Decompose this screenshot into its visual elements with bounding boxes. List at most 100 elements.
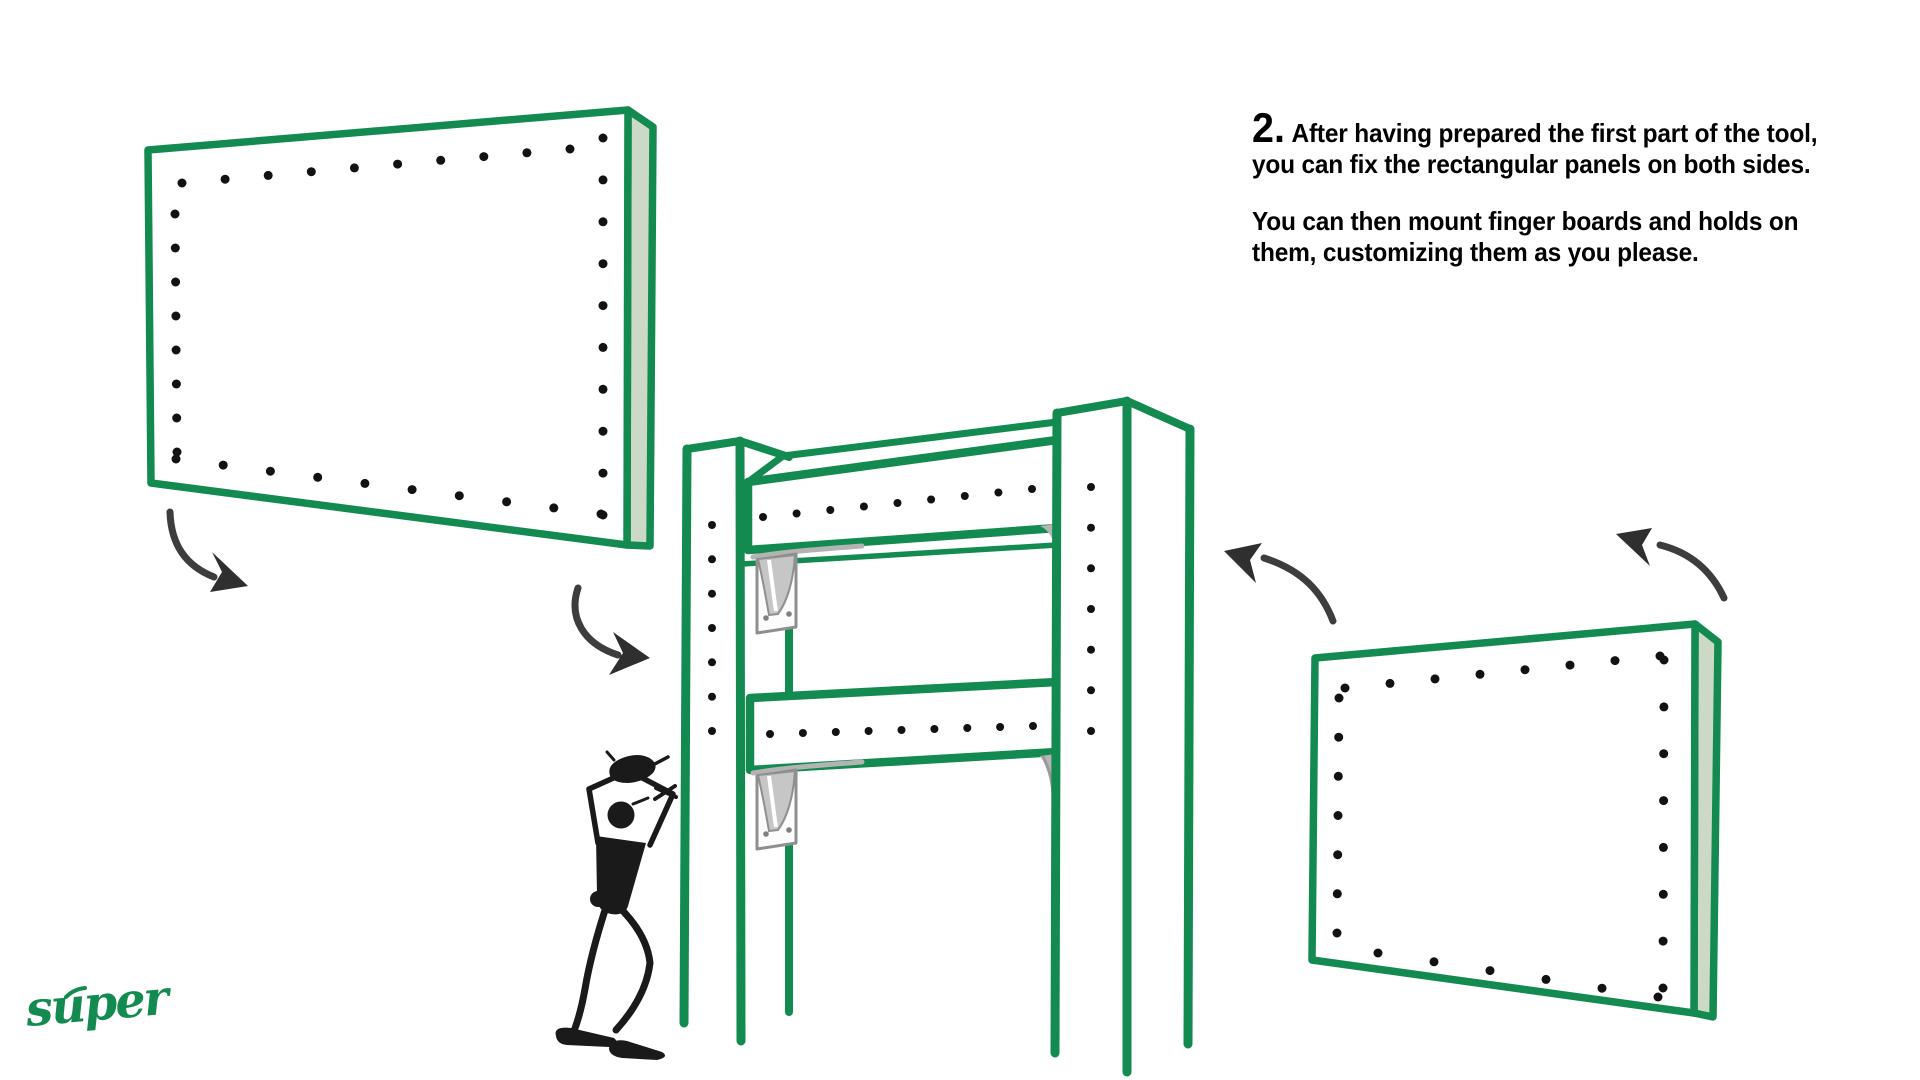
middle-rail-hole — [897, 726, 906, 734]
right-post-hole — [1087, 727, 1095, 735]
left-panel-bottom-hole — [502, 497, 512, 507]
top-rail-hole — [759, 513, 767, 521]
top-rail-hole — [994, 488, 1003, 497]
left-panel-top-hole — [565, 144, 575, 154]
left-post-hole — [708, 555, 716, 564]
right-panel-right-hole — [1658, 983, 1668, 993]
left-panel-top-hole — [263, 170, 273, 180]
frame — [679, 396, 1195, 1077]
right-post — [1050, 396, 1195, 1077]
right-panel-bottom-hole — [1597, 983, 1607, 993]
left-panel-bottom-hole — [407, 485, 417, 495]
left-post-top-edge — [683, 437, 793, 461]
left-post-hole — [708, 589, 716, 598]
left-panel-bottom-hole — [360, 478, 370, 488]
worker-hair-spike — [631, 796, 650, 806]
right-panel-left-hole — [1333, 771, 1343, 781]
angle-bracket-top — [750, 543, 865, 635]
arrows — [166, 508, 1728, 675]
instruction-text: 2.After having prepared the first part o… — [1252, 107, 1830, 268]
left-panel-top-hole — [393, 159, 403, 169]
top-rail — [739, 418, 1062, 567]
right-panel-left-hole — [1332, 889, 1342, 899]
instruction-sentence-1: After having prepared the first part of … — [1252, 118, 1818, 179]
right-post-hole — [1087, 605, 1095, 613]
right-panel-bottom-hole — [1429, 957, 1439, 967]
right-panel-top-hole — [1565, 660, 1575, 670]
right-post-hole — [1087, 645, 1095, 654]
left-panel-bottom-hole — [218, 460, 228, 470]
left-panel-top-hole — [522, 148, 532, 158]
left-post — [679, 436, 793, 1046]
left-panel-right-hole — [598, 133, 608, 143]
right-panel-right-hole — [1658, 842, 1668, 852]
left-panel-left-hole — [171, 277, 181, 287]
right-post-hole — [1087, 686, 1095, 695]
right-panel-top-hole — [1385, 678, 1395, 688]
left-post-hole — [708, 727, 716, 735]
left-panel-bottom-hole — [313, 472, 323, 482]
instruction-sentence-2: You can then mount finger boards and hol… — [1252, 206, 1799, 267]
right-panel-left-hole — [1333, 850, 1343, 860]
top-rail-hole — [927, 495, 936, 504]
arrow-left-panel-down — [166, 508, 248, 592]
left-panel-right-hole — [598, 510, 608, 520]
worker-hand — [653, 784, 678, 801]
left-panel-right-hole — [598, 175, 608, 185]
right-panel-top-hole — [1520, 665, 1530, 675]
left-panel-top-hole — [220, 174, 230, 184]
middle-rail-hole — [1029, 722, 1037, 730]
middle-rail — [745, 677, 1062, 775]
left-post-hole — [708, 624, 716, 632]
arrow-left-panel-to-frame — [571, 584, 650, 675]
left-panel-left-hole — [170, 209, 180, 219]
top-rail-hole — [826, 506, 835, 514]
right-panel-top-hole — [1340, 683, 1350, 693]
left-post-left-edge — [679, 444, 692, 1028]
left-panel-top-hole — [436, 155, 446, 165]
left-panel-right-hole — [598, 384, 608, 394]
right-panel-left-hole — [1333, 811, 1343, 820]
worker-figure — [555, 750, 678, 1060]
arrow-right-panel-up — [1616, 528, 1728, 602]
right-panel-top-hole — [1610, 656, 1620, 666]
worker-torso — [596, 836, 646, 915]
arrow-right-panel-to-frame — [1224, 543, 1337, 625]
left-panel-left-hole — [171, 379, 181, 389]
worker-right-foot — [609, 1040, 666, 1060]
left-panel-bottom-hole — [549, 503, 559, 513]
left-panel-top-hole — [479, 152, 489, 162]
middle-rail-hole — [963, 724, 972, 732]
right-panel-right-hole — [1658, 889, 1668, 899]
left-panel-bottom-hole — [171, 454, 181, 464]
signature-accent — [64, 986, 87, 999]
right-panel-bottom-hole — [1541, 974, 1551, 984]
right-post-hole — [1087, 483, 1095, 491]
middle-rail-hole — [798, 729, 807, 737]
left-panel-right-hole — [598, 217, 608, 227]
left-panel-right-hole — [598, 426, 608, 436]
drill-holes — [170, 133, 1669, 1002]
middle-rail-hole — [864, 727, 873, 735]
top-rail-hole — [960, 492, 969, 500]
middle-rail-hole — [930, 725, 939, 733]
middle-rail-hole — [831, 728, 840, 736]
instruction-paragraph-1: 2.After having prepared the first part o… — [1252, 107, 1830, 180]
right-panel — [1308, 620, 1722, 1021]
left-post-hole — [708, 521, 716, 529]
left-panel-right-hole — [598, 259, 608, 269]
right-panel-left-hole — [1334, 693, 1344, 703]
left-post-hole — [708, 692, 716, 701]
left-panel-left-hole — [171, 311, 181, 321]
left-panel-bottom-hole — [454, 491, 464, 501]
left-panel-right-hole — [598, 342, 608, 352]
instruction-paragraph-2: You can then mount finger boards and hol… — [1252, 206, 1830, 268]
left-panel-right-hole — [598, 468, 608, 478]
drill-bit — [649, 755, 670, 768]
right-panel-right-hole — [1659, 702, 1669, 712]
top-rail-hole — [792, 509, 801, 518]
left-panel-left-hole — [171, 345, 181, 355]
left-panel-top-hole — [177, 178, 187, 188]
